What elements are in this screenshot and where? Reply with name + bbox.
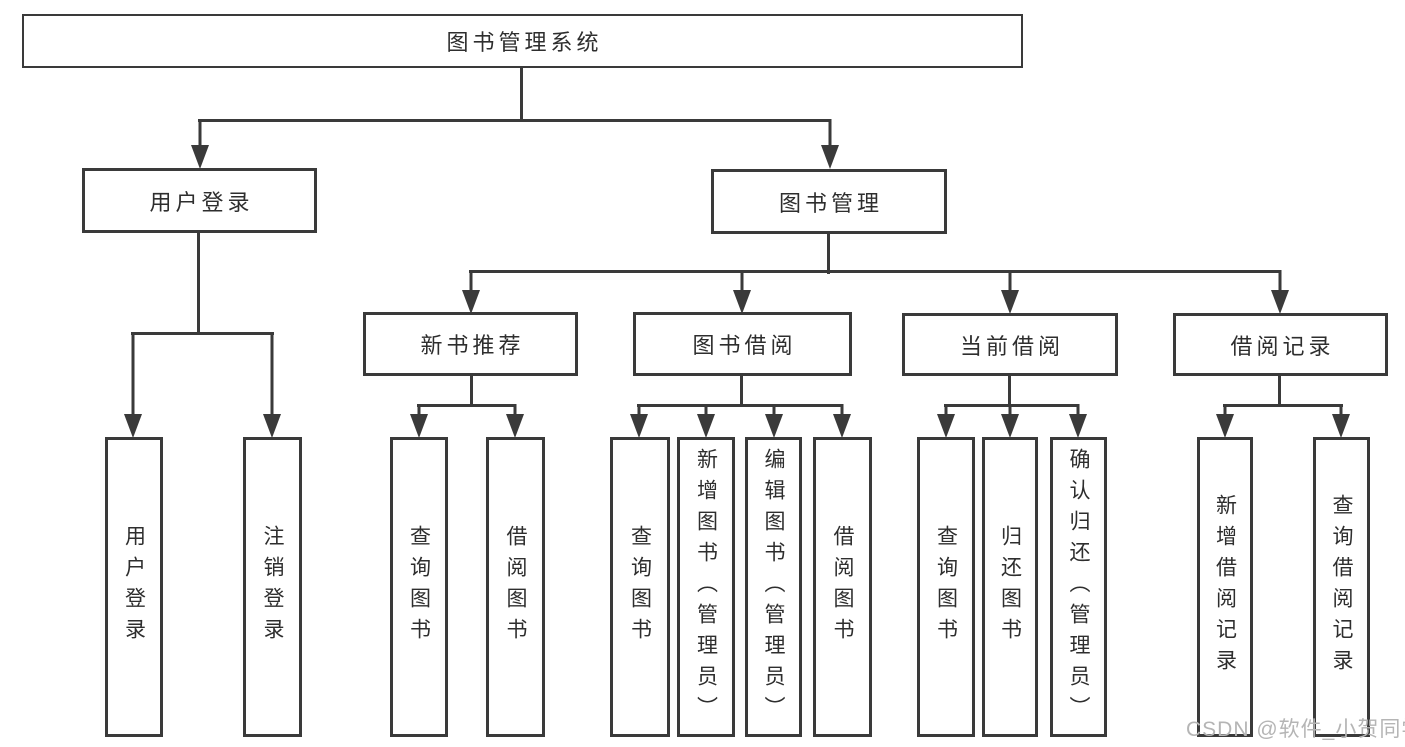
node-label: 查询图书 xyxy=(407,525,431,649)
arrow-to-user-login xyxy=(191,119,209,169)
arrow-to-book-borrow xyxy=(733,270,751,314)
node-label: 当前借阅 xyxy=(959,333,1064,359)
arrow-to-borrow-record xyxy=(1271,270,1289,314)
arrow-new-book-child-2 xyxy=(506,404,524,438)
csdn-watermark: CSDN @软件_小贺同学 xyxy=(1186,718,1405,741)
arrow-to-logout-leaf xyxy=(263,332,281,438)
node-label: 编辑图书（管理员） xyxy=(762,447,785,727)
arrow-book-borrow-child-2 xyxy=(697,404,715,438)
node-user-login: 用户登录 xyxy=(82,168,317,233)
leaf-borrow-book-2: 借阅图书 xyxy=(813,437,872,737)
node-label: 图书管理 xyxy=(778,190,883,216)
arrow-to-user-login-leaf xyxy=(124,332,142,438)
arrow-current-borrow-child-2 xyxy=(1001,404,1019,438)
connector-book-borrow-rail xyxy=(637,404,843,407)
node-book-management: 图书管理 xyxy=(711,169,947,234)
connector-current-borrow-stem xyxy=(1008,374,1011,407)
node-label: 用户登录 xyxy=(122,525,146,649)
node-label: 查询图书 xyxy=(628,525,652,649)
leaf-add-book-admin: 新增图书（管理员） xyxy=(677,437,735,737)
arrow-borrow-record-child-1 xyxy=(1216,404,1234,438)
arrow-book-borrow-child-3 xyxy=(765,404,783,438)
arrow-current-borrow-child-1 xyxy=(937,404,955,438)
leaf-confirm-return-admin: 确认归还（管理员） xyxy=(1050,437,1107,737)
leaf-add-borrow-record: 新增借阅记录 xyxy=(1197,437,1253,737)
node-label: 注销登录 xyxy=(261,525,284,649)
leaf-edit-book-admin: 编辑图书（管理员） xyxy=(745,437,802,737)
leaf-query-borrow-record: 查询借阅记录 xyxy=(1313,437,1370,737)
leaf-query-book-3: 查询图书 xyxy=(917,437,975,737)
node-label: 用户登录 xyxy=(149,189,254,215)
connector-borrow-record-rail xyxy=(1223,404,1343,407)
leaf-borrow-book-1: 借阅图书 xyxy=(486,437,545,737)
leaf-user-login: 用户登录 xyxy=(105,437,163,737)
connector-new-book-stem xyxy=(470,374,473,407)
leaf-logout: 注销登录 xyxy=(243,437,302,737)
node-label: 借阅图书 xyxy=(831,525,854,649)
arrow-book-borrow-child-4 xyxy=(833,404,851,438)
arrow-to-book-management xyxy=(821,119,839,169)
node-new-book-recommend: 新书推荐 xyxy=(363,312,578,376)
leaf-query-book-2: 查询图书 xyxy=(610,437,670,737)
node-label: 新增借阅记录 xyxy=(1213,494,1237,680)
connector-new-book-rail xyxy=(417,404,516,407)
arrow-borrow-record-child-2 xyxy=(1332,404,1350,438)
arrow-new-book-child-1 xyxy=(410,404,428,438)
node-label: 确认归还（管理员） xyxy=(1067,447,1090,727)
node-label: 借阅记录 xyxy=(1230,333,1335,359)
node-label: 新书推荐 xyxy=(420,333,525,358)
node-label: 归还图书 xyxy=(998,525,1022,649)
connector-root-stem xyxy=(520,66,523,121)
connector-book-mgmt-stem xyxy=(827,232,830,274)
arrow-current-borrow-child-3 xyxy=(1069,404,1087,438)
node-label: 图书管理系统 xyxy=(446,30,603,55)
node-borrow-record: 借阅记录 xyxy=(1173,313,1388,376)
connector-borrow-record-stem xyxy=(1278,374,1281,407)
leaf-return-book: 归还图书 xyxy=(982,437,1038,737)
connector-book-mgmt-rail xyxy=(469,270,1281,273)
node-label: 查询图书 xyxy=(934,525,958,649)
node-label: 新增图书（管理员） xyxy=(694,447,718,727)
connector-book-borrow-stem xyxy=(740,374,743,407)
node-label: 查询借阅记录 xyxy=(1330,494,1353,680)
leaf-query-book-1: 查询图书 xyxy=(390,437,448,737)
arrow-book-borrow-child-1 xyxy=(630,404,648,438)
node-current-borrow: 当前借阅 xyxy=(902,313,1118,376)
connector-user-login-stem xyxy=(197,231,200,335)
node-library-management-system: 图书管理系统 xyxy=(22,14,1023,68)
connector-user-login-rail xyxy=(131,332,274,335)
node-book-borrow: 图书借阅 xyxy=(633,312,852,376)
arrow-to-current-borrow xyxy=(1001,270,1019,314)
node-label: 图书借阅 xyxy=(692,333,797,358)
node-label: 借阅图书 xyxy=(504,525,527,649)
connector-root-rail xyxy=(198,119,831,122)
arrow-to-new-book xyxy=(462,270,480,314)
